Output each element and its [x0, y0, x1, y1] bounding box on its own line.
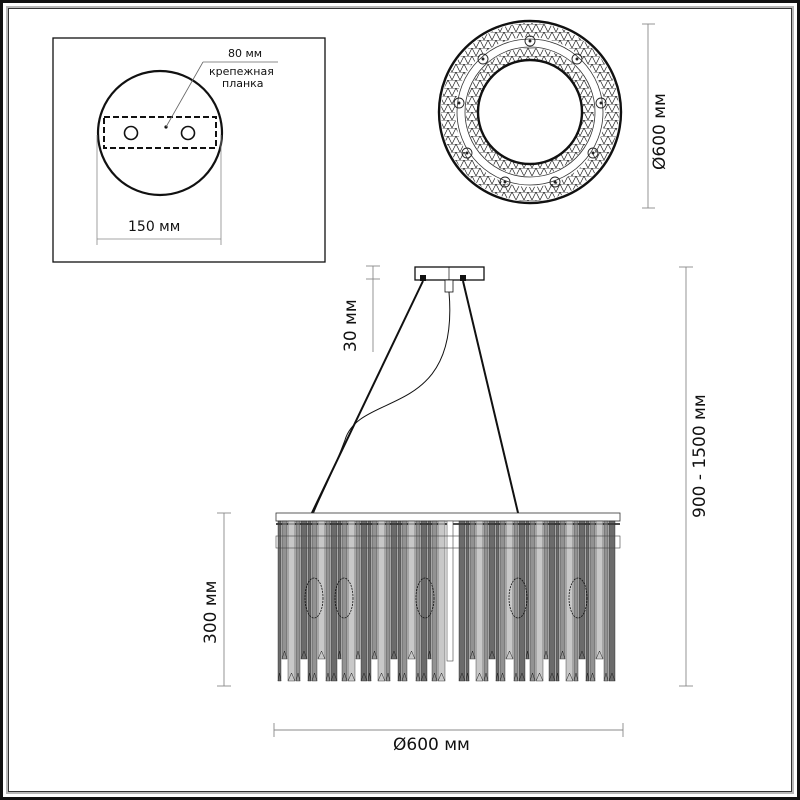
- total-height-label: 900 - 1500 мм: [690, 394, 710, 518]
- canopy-detail-panel: [52, 37, 326, 263]
- suspension-cable-right: [462, 280, 520, 518]
- mounting-bracket-outline: [103, 116, 217, 149]
- inner-ring-edge: [476, 58, 584, 166]
- side-view: [217, 265, 693, 737]
- power-cord: [311, 291, 451, 518]
- outer-crystal-band: [441, 23, 619, 201]
- top-view-diameter-label: Ø600 мм: [650, 93, 670, 170]
- canopy-height-label: 30 мм: [341, 299, 361, 352]
- leader-line: [165, 61, 204, 128]
- suspension-cable-left: [309, 280, 424, 518]
- body-diameter-label: Ø600 мм: [393, 735, 470, 755]
- light-points: [453, 35, 607, 188]
- mounting-bracket-label-2: планка: [222, 77, 264, 90]
- mounting-bracket-label-1: крепежная: [209, 65, 274, 78]
- mount-hole-right: [180, 125, 196, 141]
- chandelier-body: [275, 512, 621, 682]
- frame-inner-line: [8, 8, 792, 792]
- canopy-diameter-label: 150 мм: [128, 219, 181, 235]
- top-view: [437, 19, 655, 209]
- bracket-width-label: 80 мм: [228, 47, 263, 60]
- frame-stripe: [6, 6, 794, 794]
- body-height-label: 300 мм: [201, 580, 221, 644]
- canopy-circle: [96, 69, 224, 197]
- inner-crystal-band: [466, 48, 594, 176]
- outer-ring-edge: [437, 19, 623, 205]
- mount-hole-left: [123, 125, 139, 141]
